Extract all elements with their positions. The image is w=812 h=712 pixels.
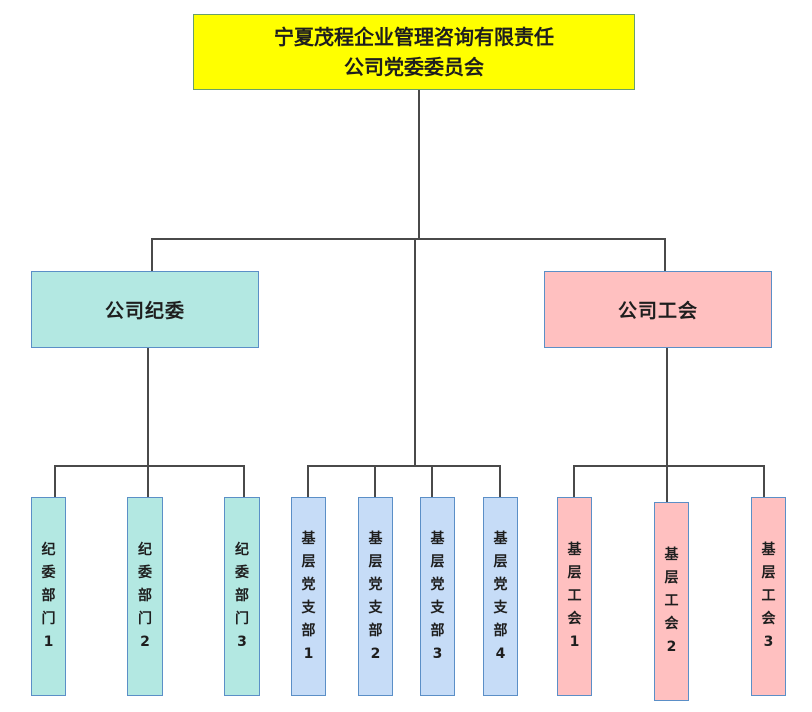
discipline-label: 公司纪委 [104, 300, 185, 322]
connector-party-bar [307, 465, 501, 467]
root-title-line1: 宁夏茂程企业管理咨询有限责任 [274, 25, 554, 49]
connector-union-bar [573, 465, 765, 467]
connector-party-1 [307, 465, 309, 497]
union-label: 公司工会 [617, 300, 698, 322]
connector-to-union [664, 238, 666, 271]
node-discipline-committee: 公司纪委 [31, 271, 259, 348]
connector-discipline-1 [54, 465, 56, 497]
connector-to-party-branches [414, 238, 416, 466]
connector-discipline-3 [243, 465, 245, 497]
connector-party-4 [499, 465, 501, 497]
connector-party-2 [374, 465, 376, 497]
connector-root-trunk [418, 89, 420, 239]
connector-to-discipline [151, 238, 153, 271]
root-node-party-committee: 宁夏茂程企业管理咨询有限责任 公司党委委员会 [193, 14, 635, 90]
connector-discipline-bar [54, 465, 245, 467]
root-title-line2: 公司党委委员会 [344, 55, 484, 79]
connector-party-3 [431, 465, 433, 497]
connector-discipline-drop [147, 347, 149, 497]
connector-union-drop [666, 347, 668, 502]
connector-union-3 [763, 465, 765, 497]
connector-union-1 [573, 465, 575, 497]
node-trade-union: 公司工会 [544, 271, 772, 348]
connector-level2-bar [151, 238, 666, 240]
